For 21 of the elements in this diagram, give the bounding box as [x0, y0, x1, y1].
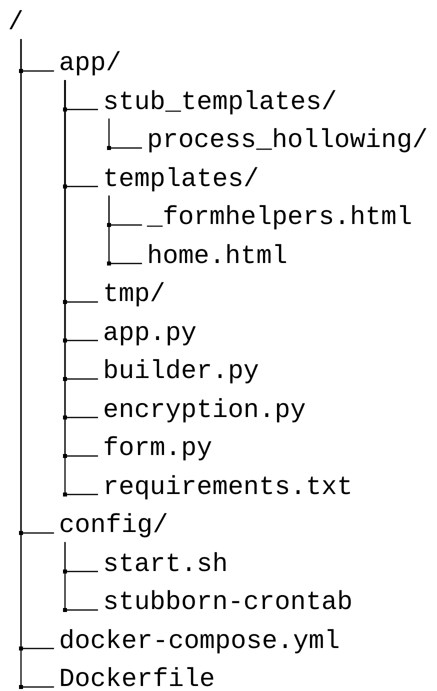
tree-entry-label: encryption.py	[98, 394, 306, 424]
tree-entry-label: stubborn-crontab	[98, 587, 353, 617]
tree-entry-label: config/	[54, 510, 168, 540]
tree-entry-label: requirements.txt	[98, 472, 353, 502]
tree-entry-label: templates/	[98, 164, 260, 194]
tree-entry-label: stub_templates/	[98, 86, 338, 116]
tree-entry-label: Dockerfile	[54, 664, 216, 691]
tree-entry-label: app/	[54, 48, 122, 78]
tree-entry-label: _formhelpers.html	[142, 202, 412, 232]
tree-connector	[64, 542, 98, 611]
tree-entry-label: home.html	[142, 240, 288, 270]
tree-entry-label: app.py	[98, 318, 197, 348]
tree-entry-label: process_hollowing/	[142, 125, 428, 155]
tree-entry-label: tmp/	[98, 279, 166, 309]
tree-entry-label: start.sh	[98, 548, 228, 578]
tree-entry-label: /	[3, 7, 24, 37]
tree-connector	[108, 196, 142, 264]
tree-entry-label: docker-compose.yml	[54, 626, 340, 656]
tree-entry-label: form.py	[98, 433, 212, 463]
tree-entry-label: builder.py	[98, 356, 260, 386]
tree-connector	[108, 118, 142, 149]
